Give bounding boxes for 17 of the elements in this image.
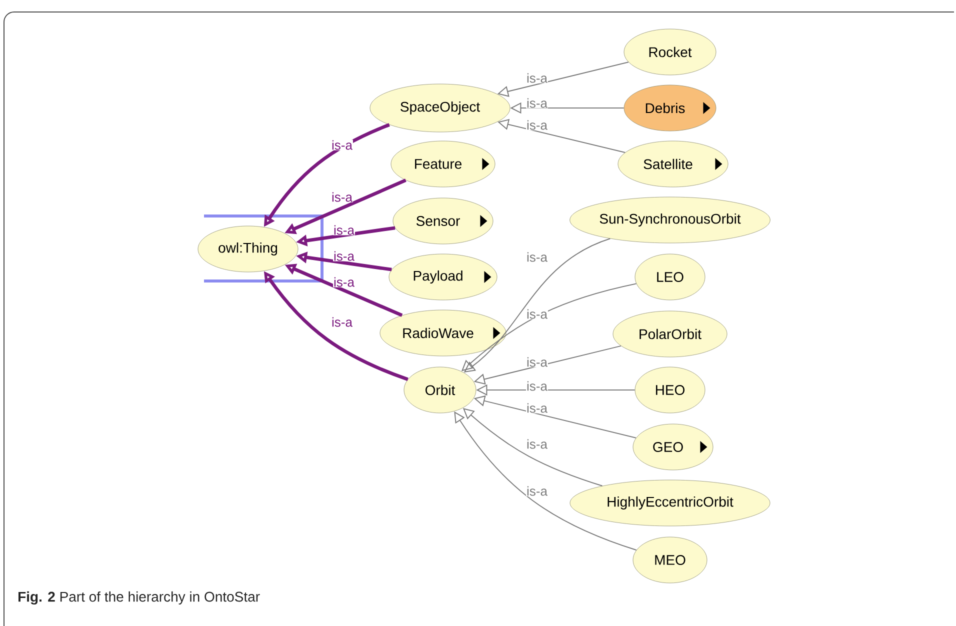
edge-label: is-a — [526, 486, 548, 496]
edge-label: is-a — [526, 402, 548, 414]
edge-label: is-a — [526, 98, 548, 108]
edge-label: is-a — [333, 250, 355, 262]
edge-label: is-a — [526, 120, 548, 130]
edge-label: is-a — [526, 380, 548, 392]
edge-label: is-a — [526, 356, 548, 368]
edge-label: is-a — [333, 276, 355, 288]
edge-label: is-a — [331, 316, 353, 328]
caption: Fig. 2 Part of the hierarchy in OntoStar — [18, 591, 260, 605]
edge-label: is-a — [526, 72, 548, 84]
edge-label: is-a — [526, 438, 548, 450]
edge-label: is-a — [526, 252, 548, 262]
edge-label: is-a — [331, 140, 353, 150]
edge-label: is-a — [526, 308, 548, 320]
edge-label: is-a — [331, 192, 353, 202]
edge-label: is-a — [333, 224, 355, 236]
